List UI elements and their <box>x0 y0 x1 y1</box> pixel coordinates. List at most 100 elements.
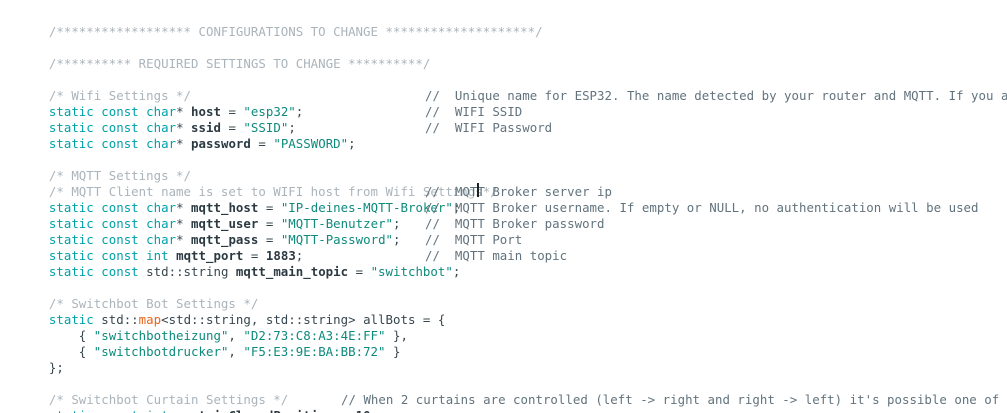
code-line-22-block-end[interactable]: }; <box>0 344 1007 375</box>
bot-mac-heizung: "D2:73:C8:A3:4E:FF" <box>243 328 386 343</box>
code-line-21-bot-entry[interactable]: { "switchbotdrucker", "F5:E3:9E:BA:BB:72… <box>0 328 1007 359</box>
block-comment-curtain-settings: /* Switchbot Curtain Settings */ <box>48 392 289 407</box>
trailing-comment-password: // WIFI Password <box>425 120 553 135</box>
trailing-comment-curtain: // When 2 curtains are controlled (left … <box>341 392 1007 407</box>
bot-name-drucker: "switchbotdrucker" <box>93 344 229 359</box>
string-esp32: "esp32" <box>243 104 296 119</box>
semicolon: ; <box>348 136 356 151</box>
declaration-ssid: static const char* ssid = "SSID"; <box>49 120 296 136</box>
keyword-const: const <box>101 104 139 119</box>
code-line-8-password[interactable]: static const char* password = "PASSWORD"… <box>0 120 1007 151</box>
code-line-9-blank[interactable] <box>0 136 1007 152</box>
block-comment-configurations: /****************** CONFIGURATIONS TO CH… <box>48 24 543 39</box>
comma: , <box>228 328 244 343</box>
keyword-static: static <box>48 232 94 247</box>
keyword-const: const <box>101 136 139 151</box>
pointer-star: * <box>176 216 184 231</box>
code-line-11[interactable]: /* MQTT Client name is set to WIFI host … <box>0 168 1007 199</box>
keyword-const: const <box>101 232 139 247</box>
code-line-12-mqtt-host[interactable]: static const char* mqtt_host = "IP-deine… <box>0 184 1007 215</box>
string-mqtt-host: "IP-deines-MQTT-Broker" <box>280 200 453 215</box>
block-comment-mqtt-settings: /* MQTT Settings */ <box>48 168 192 183</box>
identifier-curtain-closed-position: curtainClosedPosition <box>176 408 333 413</box>
code-line-4-blank[interactable] <box>0 56 1007 72</box>
assign-op: = <box>250 136 274 151</box>
code-line-24[interactable]: /* Switchbot Curtain Settings */ <box>0 376 1007 407</box>
block-comment-wifi-settings: /* Wifi Settings */ <box>48 88 192 103</box>
semicolon: ; <box>295 104 304 119</box>
keyword-static: static <box>48 312 94 327</box>
identifier-mqtt-user: mqtt_user <box>191 216 259 231</box>
assign-op: = <box>348 264 371 279</box>
keyword-const: const <box>101 264 139 279</box>
code-line-10[interactable]: /* MQTT Settings */ <box>0 152 1007 183</box>
identifier-mqtt-host: mqtt_host <box>191 200 259 215</box>
keyword-char: char <box>146 104 177 119</box>
brace-close-comma: }, <box>385 328 408 343</box>
keyword-const: const <box>101 200 139 215</box>
string-ssid: "SSID" <box>243 120 289 135</box>
semicolon: ; <box>393 216 401 231</box>
pointer-star: * <box>176 104 184 119</box>
number-curtain-closed-position: 10 <box>356 408 371 413</box>
semicolon: ; <box>371 408 378 413</box>
code-line-3[interactable]: /********** REQUIRED SETTINGS TO CHANGE … <box>0 40 1007 71</box>
code-line-16-mqtt-main-topic[interactable]: static const std::string mqtt_main_topic… <box>0 248 1007 279</box>
pointer-star: * <box>176 200 184 215</box>
keyword-static: static <box>48 200 94 215</box>
trailing-comment-mqtt-user: // MQTT Broker username. If empty or NUL… <box>425 200 979 215</box>
code-line-13-mqtt-user[interactable]: static const char* mqtt_user = "MQTT-Ben… <box>0 200 1007 231</box>
identifier-host: host <box>191 104 221 119</box>
bot-name-heizung: "switchbotheizung" <box>93 328 229 343</box>
trailing-comment-mqtt-main-topic: // MQTT main topic <box>425 248 568 263</box>
type-std-namespace: std:: <box>101 312 139 327</box>
keyword-static: static <box>48 136 94 151</box>
code-line-19-allbots[interactable]: static std::map<std::string, std::string… <box>0 296 1007 327</box>
map-entry-heizung: { "switchbotheizung", "D2:73:C8:A3:4E:FF… <box>49 328 408 344</box>
semicolon: ; <box>452 264 461 279</box>
assign-op: = <box>220 120 244 135</box>
keyword-static: static <box>48 248 94 263</box>
assign-op: = <box>258 232 281 247</box>
assign-op: = <box>258 216 281 231</box>
code-line-18[interactable]: /* Switchbot Bot Settings */ <box>0 280 1007 311</box>
string-mqtt-pass: "MQTT-Password" <box>280 232 394 247</box>
map-template-args: <std::string, std::string> allBots = { <box>161 312 446 327</box>
code-line-6-host[interactable]: static const char* host = "esp32"; // Un… <box>0 88 1007 119</box>
brace-close: } <box>385 344 401 359</box>
declaration-host: static const char* host = "esp32"; <box>49 104 303 120</box>
code-line-25-curtain-closed-position[interactable]: static const int curtainClosedPosition =… <box>0 392 1007 413</box>
keyword-char: char <box>146 200 177 215</box>
identifier-mqtt-pass: mqtt_pass <box>191 232 259 247</box>
keyword-static: static <box>48 264 94 279</box>
brace-open: { <box>48 328 94 343</box>
code-line-20-bot-entry[interactable]: { "switchbotheizung", "D2:73:C8:A3:4E:FF… <box>0 312 1007 343</box>
type-map: map <box>138 312 162 327</box>
code-line-5[interactable]: /* Wifi Settings */ <box>0 72 1007 103</box>
trailing-comment-mqtt-host: // MQTT Broker server ip <box>425 184 612 199</box>
assign-op: = <box>220 104 244 119</box>
code-line-1[interactable]: /****************** CONFIGURATIONS TO CH… <box>0 8 1007 39</box>
keyword-static: static <box>48 216 94 231</box>
number-mqtt-port: 1883 <box>265 248 296 263</box>
code-line-23-blank[interactable] <box>0 360 1007 376</box>
keyword-const: const <box>101 120 139 135</box>
identifier-mqtt-port: mqtt_port <box>176 248 244 263</box>
code-line-14-mqtt-pass[interactable]: static const char* mqtt_pass = "MQTT-Pas… <box>0 216 1007 247</box>
string-mqtt-user: "MQTT-Benutzer" <box>280 216 394 231</box>
type-std-string: std::string <box>146 264 229 279</box>
declaration-mqtt-port: static const int mqtt_port = 1883; <box>49 248 303 264</box>
code-line-7-ssid[interactable]: static const char* ssid = "SSID"; // WIF… <box>0 104 1007 135</box>
semicolon: ; <box>288 120 296 135</box>
string-password: "PASSWORD" <box>273 136 349 151</box>
declaration-mqtt-pass: static const char* mqtt_pass = "MQTT-Pas… <box>49 232 401 248</box>
code-line-15-mqtt-port[interactable]: static const int mqtt_port = 1883; // MQ… <box>0 232 1007 263</box>
declaration-curtain-closed-position: static const int curtainClosedPosition =… <box>49 408 378 413</box>
trailing-comment-mqtt-port: // MQTT Port <box>425 232 523 247</box>
code-line-2-blank[interactable] <box>0 24 1007 40</box>
assign-op: = <box>243 248 266 263</box>
keyword-char: char <box>146 136 177 151</box>
code-line-17-blank[interactable] <box>0 264 1007 280</box>
